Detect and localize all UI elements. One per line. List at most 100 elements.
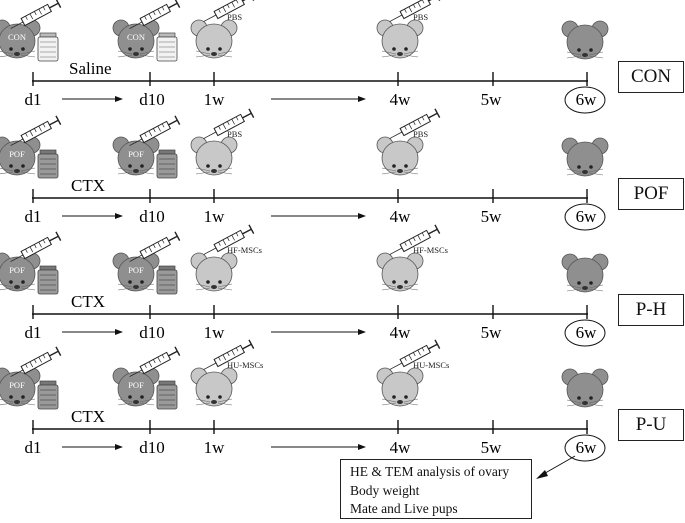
injection-label: HF-MSCs (413, 245, 448, 255)
mouse-badge: POF (128, 380, 144, 390)
mouse-icon (376, 136, 424, 176)
timepoint-label: 4w (390, 90, 412, 109)
group-row-pof: POF POF PBS PBS CTX d1 d10 1w 4w 5w 6w (0, 108, 609, 231)
endpoint-circle (564, 319, 606, 347)
injection-label: HU-MSCs (227, 360, 263, 370)
syringe-icon (10, 0, 62, 29)
mouse-badge: POF (9, 380, 25, 390)
timepoint-label: 1w (204, 438, 226, 457)
mouse-badge: CON (127, 32, 145, 42)
mouse-icon (190, 136, 238, 176)
injection-label: PBS (227, 129, 242, 139)
injection-label: HF-MSCs (227, 245, 262, 255)
endpoint-circle (564, 434, 606, 462)
timeline-arrow (271, 329, 366, 335)
syringe-icon (203, 224, 255, 255)
syringe-icon (389, 0, 441, 22)
analysis-line-3: Mate and Live pups (350, 501, 458, 516)
injection-label: PBS (227, 12, 242, 22)
mouse-icon (561, 368, 609, 408)
timepoint-label: d1 (25, 207, 42, 226)
analysis-line-1: HE & TEM analysis of ovary (350, 464, 510, 479)
vial-icon (37, 380, 59, 410)
timepoint-label: 6w (576, 90, 598, 109)
timepoint-label: 4w (390, 323, 412, 342)
syringe-icon (389, 224, 441, 255)
timepoint-label: 6w (576, 438, 598, 457)
timepoint-label: 1w (204, 90, 226, 109)
group-label-pof: POF (618, 178, 684, 210)
syringe-icon (203, 108, 255, 139)
mouse-badge: POF (9, 149, 25, 159)
timepoint-label: d10 (139, 90, 165, 109)
vial-icon (37, 265, 59, 295)
syringe-icon (203, 0, 255, 22)
mouse-icon (190, 367, 238, 407)
mouse-icon (561, 253, 609, 293)
timepoint-label: d10 (139, 323, 165, 342)
timeline-arrow (62, 444, 123, 450)
timepoint-label: 1w (204, 207, 226, 226)
timepoint-label: d1 (25, 438, 42, 457)
syringe-icon (129, 231, 181, 262)
injection-label: PBS (413, 129, 428, 139)
syringe-icon (203, 339, 255, 370)
timepoint-label: 5w (481, 323, 503, 342)
timepoint-label: 6w (576, 323, 598, 342)
mouse-icon (190, 19, 238, 59)
timeline-arrow (271, 213, 366, 219)
vial-icon (156, 380, 178, 410)
syringe-icon (129, 346, 181, 377)
analysis-arrow (536, 455, 576, 479)
vial-icon (156, 265, 178, 295)
mouse-icon (376, 252, 424, 292)
vial-icon (156, 149, 178, 179)
mouse-badge: POF (9, 265, 25, 275)
syringe-icon (10, 346, 62, 377)
timepoint-label: 6w (576, 207, 598, 226)
mouse-icon (190, 252, 238, 292)
syringe-icon (389, 108, 441, 139)
syringe-icon (389, 339, 441, 370)
injection-label: HU-MSCs (413, 360, 449, 370)
syringe-icon (129, 0, 181, 29)
timepoint-label: 4w (390, 438, 412, 457)
treatment-label: CTX (71, 407, 105, 426)
mouse-icon (561, 137, 609, 177)
analysis-line-2: Body weight (350, 482, 420, 498)
group-label-p-h: P-H (618, 294, 684, 326)
treatment-label: CTX (71, 176, 105, 195)
syringe-icon (129, 115, 181, 146)
syringe-icon (10, 231, 62, 262)
syringe-icon (10, 115, 62, 146)
group-label-con: CON (618, 61, 684, 93)
timepoint-label: 5w (481, 90, 503, 109)
timepoint-label: d1 (25, 90, 42, 109)
timepoint-label: d1 (25, 323, 42, 342)
timepoint-label: d10 (139, 438, 165, 457)
timepoint-label: 4w (390, 207, 412, 226)
vial-icon (156, 32, 178, 62)
timeline-arrow (271, 96, 366, 102)
mouse-icon (376, 19, 424, 59)
vial-icon (37, 149, 59, 179)
mouse-badge: POF (128, 265, 144, 275)
vial-icon (37, 32, 59, 62)
endpoint-circle (564, 86, 606, 114)
group-label-p-u: P-U (618, 409, 684, 441)
injection-label: PBS (413, 12, 428, 22)
endpoint-circle (564, 203, 606, 231)
mouse-badge: CON (8, 32, 26, 42)
timepoint-label: 5w (481, 207, 503, 226)
mouse-icon (561, 20, 609, 60)
mouse-badge: POF (128, 149, 144, 159)
timeline-arrow (62, 96, 123, 102)
mouse-icon (376, 367, 424, 407)
timeline-arrow (62, 329, 123, 335)
analysis-box: HE & TEM analysis of ovary Body weight M… (340, 459, 532, 519)
timepoint-label: d10 (139, 207, 165, 226)
